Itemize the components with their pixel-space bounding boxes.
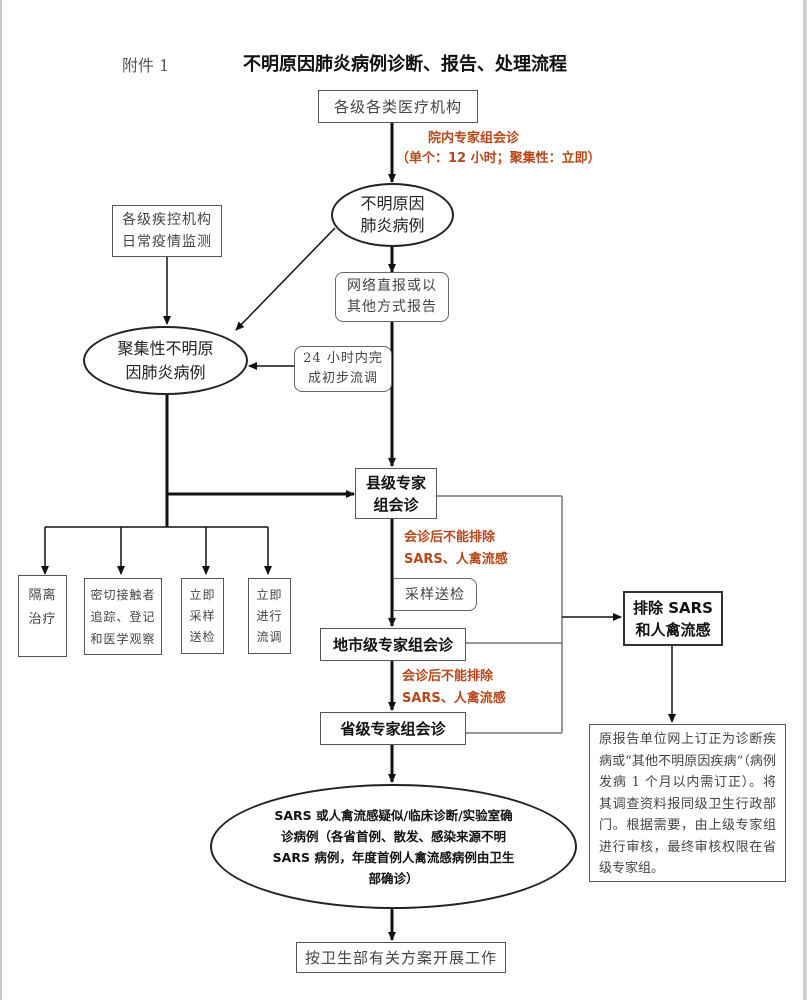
- page-title: 不明原因肺炎病例诊断、报告、处理流程: [243, 54, 567, 75]
- line: 和人禽流感: [635, 620, 711, 639]
- node-city-expert: 地市级专家组会诊: [320, 628, 466, 661]
- line: 聚集性不明原: [117, 338, 214, 358]
- label-cannot-exclude-2: 会诊后不能排除 SARS、人禽流感: [402, 666, 506, 710]
- node-follow-plan: 按卫生部有关方案开展工作: [296, 942, 506, 973]
- node-sampling-text: 采样送检: [405, 586, 465, 603]
- node-action-contact-tracing: 密切接触者 追踪、登记 和医学观察: [84, 578, 162, 655]
- line: 24 小时内完: [303, 351, 383, 366]
- line: 成初步流调: [307, 371, 378, 386]
- line: 网络直报或以: [347, 278, 437, 294]
- line: 进行: [256, 608, 283, 623]
- label-hospital-consult: 院内专家组会诊: [428, 128, 519, 150]
- line: 各级疾控机构: [122, 212, 212, 228]
- line: 治疗: [28, 612, 57, 627]
- line: 肺炎病例: [360, 216, 425, 235]
- node-confirmed-case-text: SARS 或人禽流感疑似/临床诊断/实验室确诊病例（各省首例、散发、感染来源不明…: [272, 807, 515, 886]
- page-edge-left: [0, 0, 2, 1000]
- line: 会诊后不能排除: [404, 530, 496, 545]
- node-initial-investigation: 24 小时内完 成初步流调: [294, 346, 392, 392]
- line: 隔离: [28, 588, 57, 603]
- node-action-investigation: 立即 进行 流调: [248, 578, 291, 654]
- node-county-expert: 县级专家 组会诊: [355, 468, 437, 519]
- node-cluster-case: 聚集性不明原 因肺炎病例: [83, 326, 248, 395]
- line: 立即: [256, 587, 283, 602]
- line: SARS、人禽流感: [404, 552, 508, 567]
- node-exclude-note-text: 原报告单位网上订正为诊断疾病或“其他不明原因疾病”（病例发病 1 个月以内需订正…: [599, 732, 776, 876]
- page-edge-right: [803, 0, 807, 1000]
- node-action-isolation: 隔离 治疗: [18, 575, 67, 657]
- label-hospital-consult-text: 院内专家组会诊: [428, 131, 520, 146]
- line: 组会诊: [373, 495, 419, 514]
- node-confirmed-case: SARS 或人禽流感疑似/临床诊断/实验室确诊病例（各省首例、散发、感染来源不明…: [210, 784, 577, 909]
- node-exclude-note: 原报告单位网上订正为诊断疾病或“其他不明原因疾病”（病例发病 1 个月以内需订正…: [589, 724, 786, 882]
- line: 密切接触者: [90, 587, 156, 602]
- node-province-expert: 省级专家组会诊: [320, 712, 466, 745]
- line: 不明原因: [360, 194, 425, 213]
- label-hospital-consult-time-text: （单个：12 小时；聚集性：立即）: [396, 151, 601, 166]
- arrow-case-to-cluster: [235, 227, 336, 331]
- node-medical-institutions-text: 各级各类医疗机构: [333, 97, 462, 116]
- label-hospital-consult-time: （单个：12 小时；聚集性：立即）: [396, 148, 601, 170]
- node-city-expert-text: 地市级专家组会诊: [332, 635, 453, 654]
- node-sampling: 采样送检: [393, 578, 477, 611]
- node-action-sampling: 立即 采样 送检: [181, 578, 224, 654]
- node-cdc-monitoring: 各级疾控机构 日常疫情监测: [112, 205, 222, 257]
- line: 采样: [189, 608, 216, 623]
- line: 送检: [189, 629, 216, 644]
- line: 县级专家: [365, 473, 426, 492]
- node-network-report: 网络直报或以 其他方式报告: [335, 272, 449, 322]
- line: 其他方式报告: [347, 299, 437, 315]
- line: 日常疫情监测: [122, 234, 212, 250]
- line: 立即: [189, 587, 216, 602]
- attachment-label: 附件 1: [122, 56, 170, 75]
- line: 因肺炎病例: [125, 362, 206, 382]
- node-exclude: 排除 SARS 和人禽流感: [623, 591, 723, 646]
- node-medical-institutions: 各级各类医疗机构: [318, 90, 478, 123]
- node-follow-plan-text: 按卫生部有关方案开展工作: [304, 948, 497, 967]
- line: 和医学观察: [90, 631, 156, 646]
- line: 会诊后不能排除: [402, 669, 494, 684]
- node-unknown-pneumonia: 不明原因 肺炎病例: [331, 183, 454, 247]
- node-province-expert-text: 省级专家组会诊: [340, 719, 446, 738]
- line: 追踪、登记: [90, 609, 156, 624]
- label-cannot-exclude-1: 会诊后不能排除 SARS、人禽流感: [404, 527, 508, 571]
- line: 排除 SARS: [633, 598, 713, 617]
- line: SARS、人禽流感: [402, 691, 506, 706]
- line: 流调: [256, 629, 283, 644]
